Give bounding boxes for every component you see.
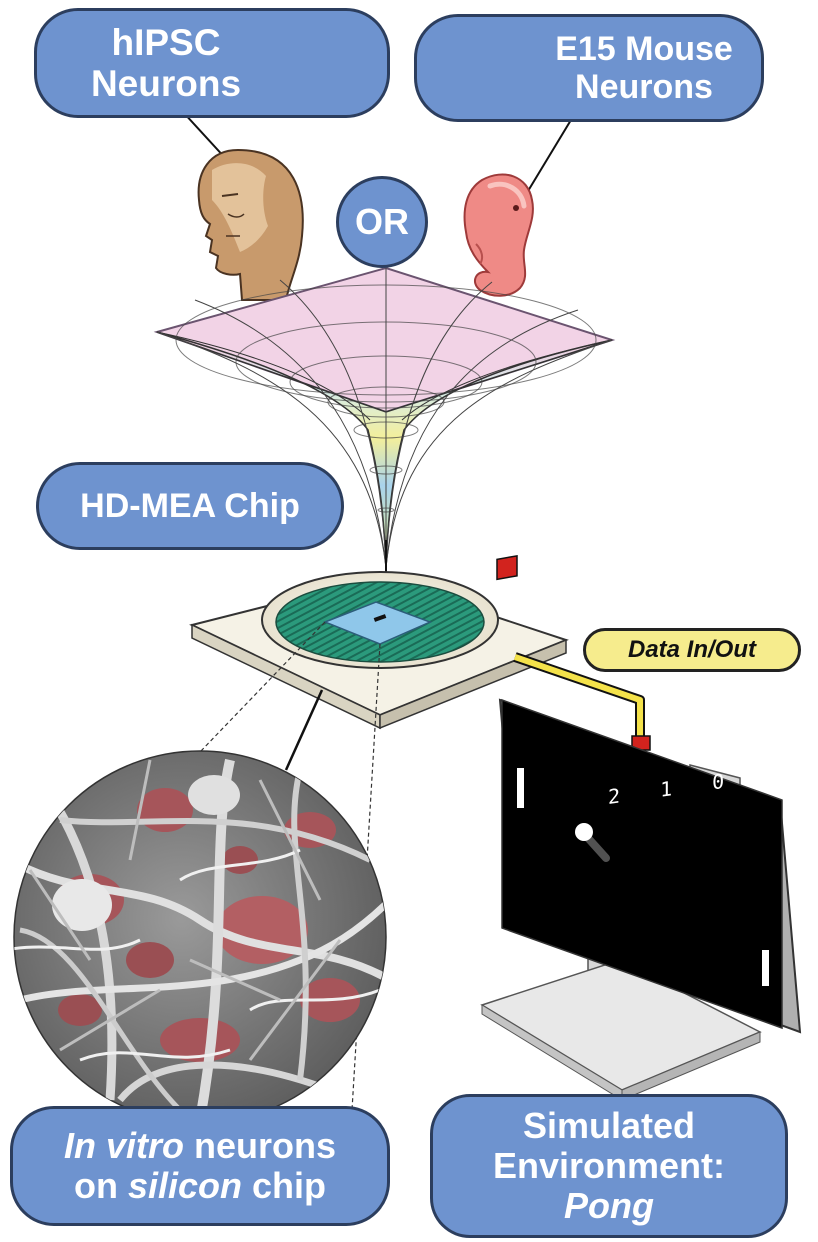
mouse-embryo-icon — [463, 173, 534, 297]
vitro-lead: on — [73, 1165, 128, 1206]
or-badge: OR — [336, 176, 428, 268]
vitro-line2: on silicon chip — [73, 1165, 327, 1206]
vitro-rest: neurons — [184, 1124, 337, 1166]
monitor-icon — [480, 698, 802, 1101]
micrograph-circle-icon — [13, 750, 387, 1124]
env-line1: Simulated — [522, 1104, 696, 1146]
silicon-italic: silicon — [127, 1165, 242, 1206]
simulated-environment-pill: Simulated Environment: Pong — [430, 1094, 788, 1238]
vitro-line1: In vitro neurons — [63, 1124, 337, 1166]
hipsc-line2: Neurons — [90, 63, 242, 104]
hd-mea-chip-pill: HD-MEA Chip — [36, 462, 344, 550]
human-head-icon — [197, 148, 304, 301]
mouse-line1: E15 Mouse — [555, 29, 733, 68]
env-line3: Pong — [564, 1185, 654, 1227]
vitro-italic: In vitro — [63, 1124, 184, 1166]
chip-label: HD-MEA Chip — [80, 486, 300, 525]
hd-mea-chip — [189, 571, 569, 1111]
mouse-neurons-pill: E15 Mouse Neurons — [414, 14, 764, 122]
data-in-out-tag: Data In/Out — [583, 628, 801, 672]
chip-rest: chip — [242, 1165, 327, 1206]
hipsc-neurons-pill: hIPSC Neurons — [34, 8, 390, 118]
in-vitro-pill: In vitro neurons on silicon chip — [10, 1106, 390, 1226]
hipsc-line1: hIPSC — [111, 21, 221, 63]
env-line2: Environment: — [492, 1144, 725, 1186]
data-cable — [496, 554, 651, 751]
mouse-line2: Neurons — [575, 68, 713, 106]
